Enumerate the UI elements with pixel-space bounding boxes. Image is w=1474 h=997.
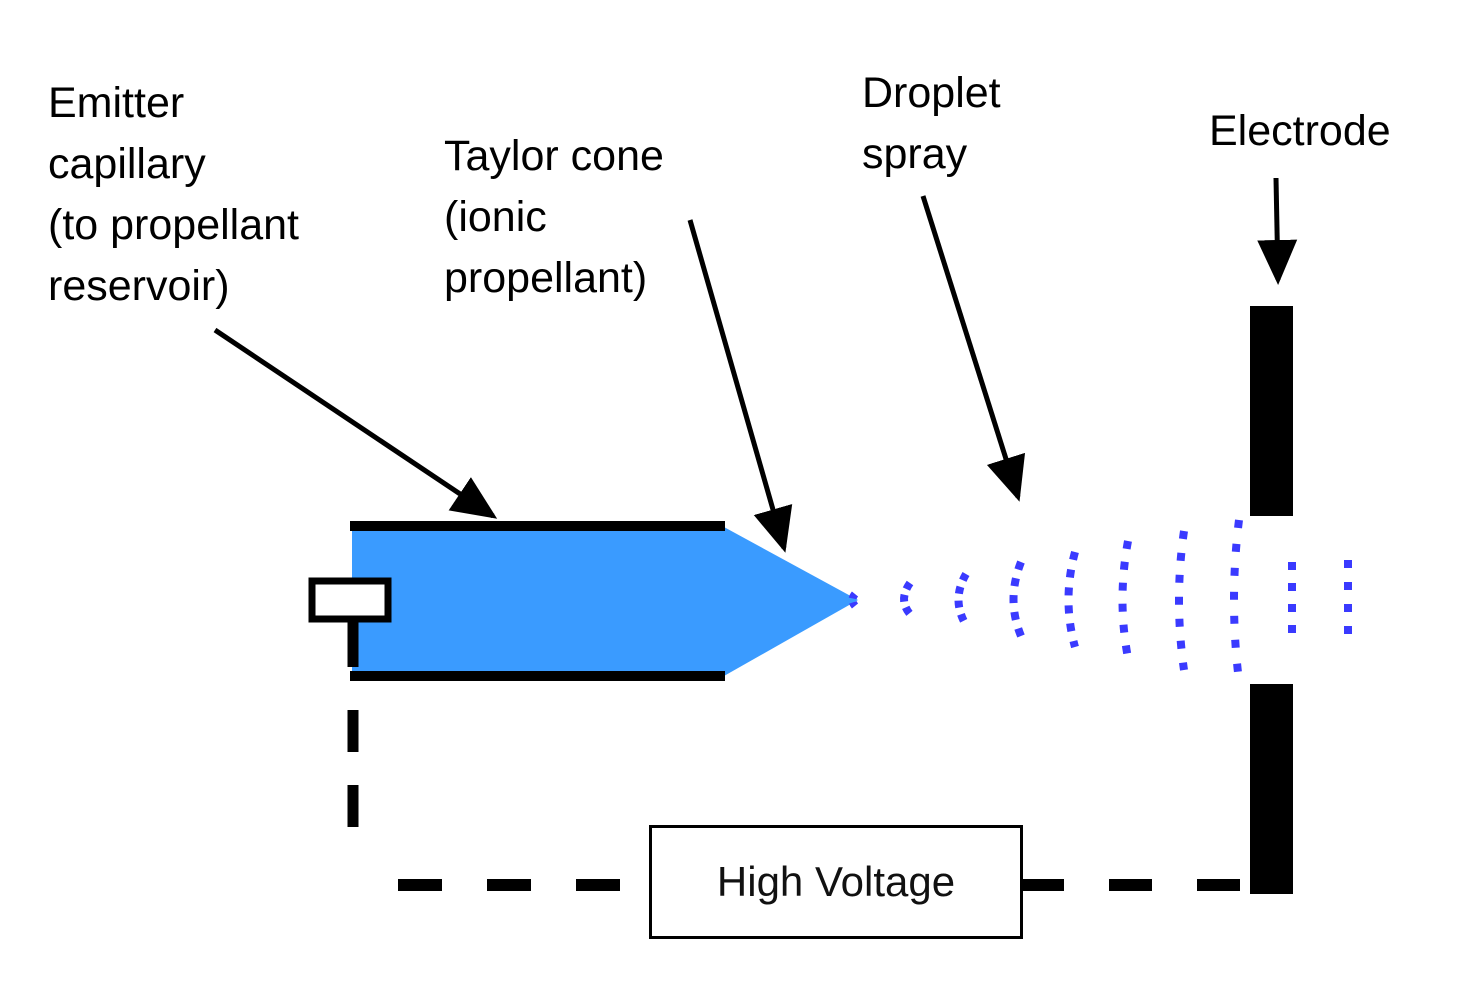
label-line: (ionic (444, 193, 547, 241)
electrode-lower-plate (1250, 684, 1293, 894)
spray-arc-2 (900, 580, 914, 617)
spray-arc-7 (1175, 530, 1188, 671)
emitter-arrow (213, 327, 498, 519)
spray-arc-5 (1064, 550, 1079, 649)
spray-arc-8 (1230, 519, 1243, 682)
taylor-cone-arrow (687, 219, 793, 553)
spray-arc-3 (954, 572, 970, 628)
taylor-cone-propellant (352, 527, 858, 676)
label-line: spray (862, 130, 968, 178)
label-line: propellant) (444, 254, 648, 302)
emitter-connector (308, 577, 392, 623)
label-line: Droplet (862, 69, 1001, 117)
spray-arc-6 (1118, 540, 1132, 659)
droplet-spray-arrow (920, 195, 1026, 502)
electrode-arrow (1257, 177, 1298, 285)
label-line: capillary (48, 140, 206, 188)
spray-arc-4 (1009, 560, 1025, 638)
label-line: Emitter (48, 79, 185, 127)
label-line: Taylor cone (444, 132, 664, 180)
label-line: (to propellant (48, 201, 299, 249)
taylor-cone-label: Taylor cone (ionic propellant) (444, 126, 664, 309)
high-voltage-label: High Voltage (716, 858, 956, 905)
electrode-label: Electrode (1209, 101, 1391, 162)
spray-arc-1 (848, 591, 859, 609)
electrode-upper-plate (1250, 306, 1293, 516)
label-line: reservoir) (48, 262, 230, 310)
droplet-spray (848, 519, 1352, 682)
high-voltage-source: High Voltage (649, 825, 1023, 939)
emitter-capillary-label: Emitter capillary (to propellant reservo… (48, 73, 299, 317)
label-line: Electrode (1209, 107, 1391, 155)
droplet-spray-label: Droplet spray (862, 63, 1001, 185)
